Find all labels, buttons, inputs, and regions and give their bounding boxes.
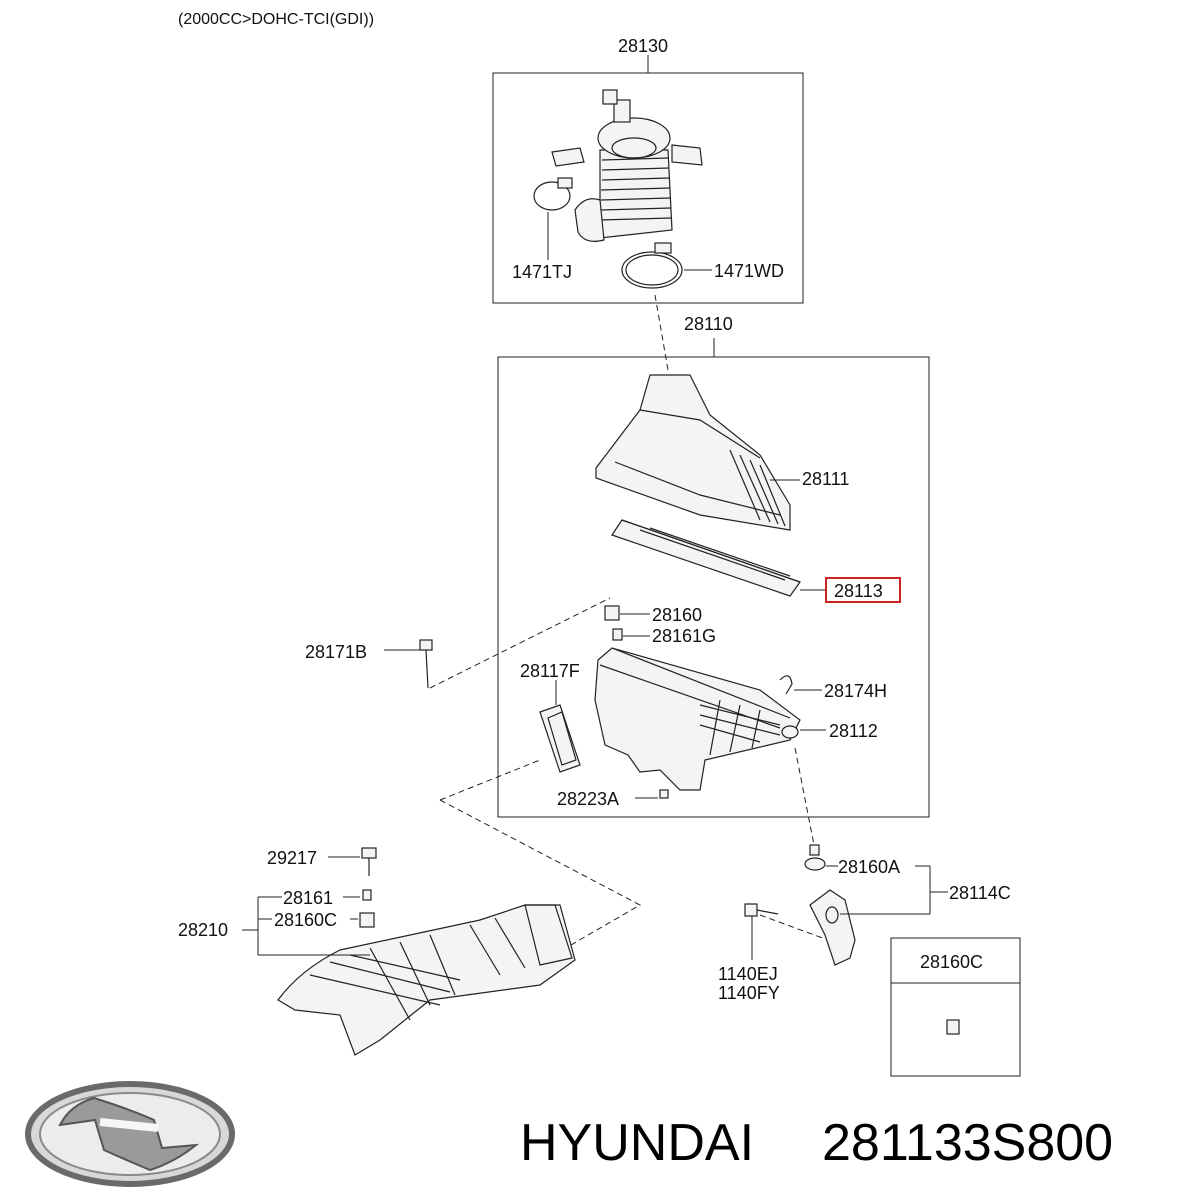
clamp-1471TJ: 1471TJ: [512, 177, 573, 282]
label-28210[interactable]: 28210: [178, 920, 228, 940]
label-28174H[interactable]: 28174H: [824, 681, 887, 701]
label-1471TJ[interactable]: 1471TJ: [512, 262, 572, 282]
label-28110[interactable]: 28110: [684, 314, 733, 334]
label-29217[interactable]: 29217: [267, 848, 317, 868]
label-28160C[interactable]: 28160C: [274, 910, 337, 930]
bracket-28114C: 28160A 28114C: [804, 844, 1011, 966]
label-1471WD[interactable]: 1471WD: [714, 261, 784, 281]
label-28114C[interactable]: 28114C: [949, 883, 1011, 903]
label-1140FY[interactable]: 1140FY: [718, 983, 780, 1003]
clip-28223A: 28223A: [557, 789, 669, 809]
label-28113[interactable]: 28113: [834, 581, 883, 601]
body-28112: 28112: [594, 647, 878, 791]
bolt-1140EJ-1140FY: 1140EJ 1140FY: [718, 903, 780, 1003]
clip-28174H: 28174H: [779, 675, 887, 701]
clamp-1471WD: 1471WD: [621, 242, 784, 289]
filter-28113: 28113: [611, 519, 901, 603]
detail-box-28160C: 28160C: [890, 937, 1021, 1077]
label-28223A[interactable]: 28223A: [557, 789, 619, 809]
seal-28117F: 28117F: [520, 661, 581, 773]
hyundai-logo: [25, 1081, 235, 1187]
assembly-28130: 28130 1471TJ: [492, 36, 804, 304]
label-28161[interactable]: 28161: [283, 888, 333, 908]
label-28160A[interactable]: 28160A: [838, 857, 900, 877]
label-28117F[interactable]: 28117F: [520, 661, 580, 681]
part-number: 281133S800: [822, 1114, 1113, 1172]
label-28161G[interactable]: 28161G: [652, 626, 716, 646]
screw-29217: 29217: [267, 847, 377, 876]
intake-hose: [551, 89, 703, 242]
label-28160[interactable]: 28160: [652, 605, 702, 625]
label-28112[interactable]: 28112: [829, 721, 878, 741]
label-28160C-detail[interactable]: 28160C: [920, 952, 983, 972]
label-28111[interactable]: 28111: [802, 469, 849, 489]
label-28130[interactable]: 28130: [618, 36, 668, 56]
cover-28111: 28111: [595, 374, 849, 531]
brand-name: HYUNDAI: [520, 1114, 754, 1172]
bolt-28171B: 28171B: [305, 639, 433, 689]
label-1140EJ[interactable]: 1140EJ: [718, 964, 778, 984]
grommet-28160: 28160: [604, 605, 702, 625]
engine-spec-header: (2000CC>DOHC-TCI(GDI)): [178, 11, 374, 28]
highlight-frame: [825, 577, 901, 603]
bushing-28161G: 28161G: [612, 626, 716, 646]
assembly-28110: 28110 28111 28113 28160: [497, 314, 930, 818]
label-28171B[interactable]: 28171B: [305, 642, 367, 662]
duct-28210: 28161 28160C 28210: [178, 888, 576, 1056]
